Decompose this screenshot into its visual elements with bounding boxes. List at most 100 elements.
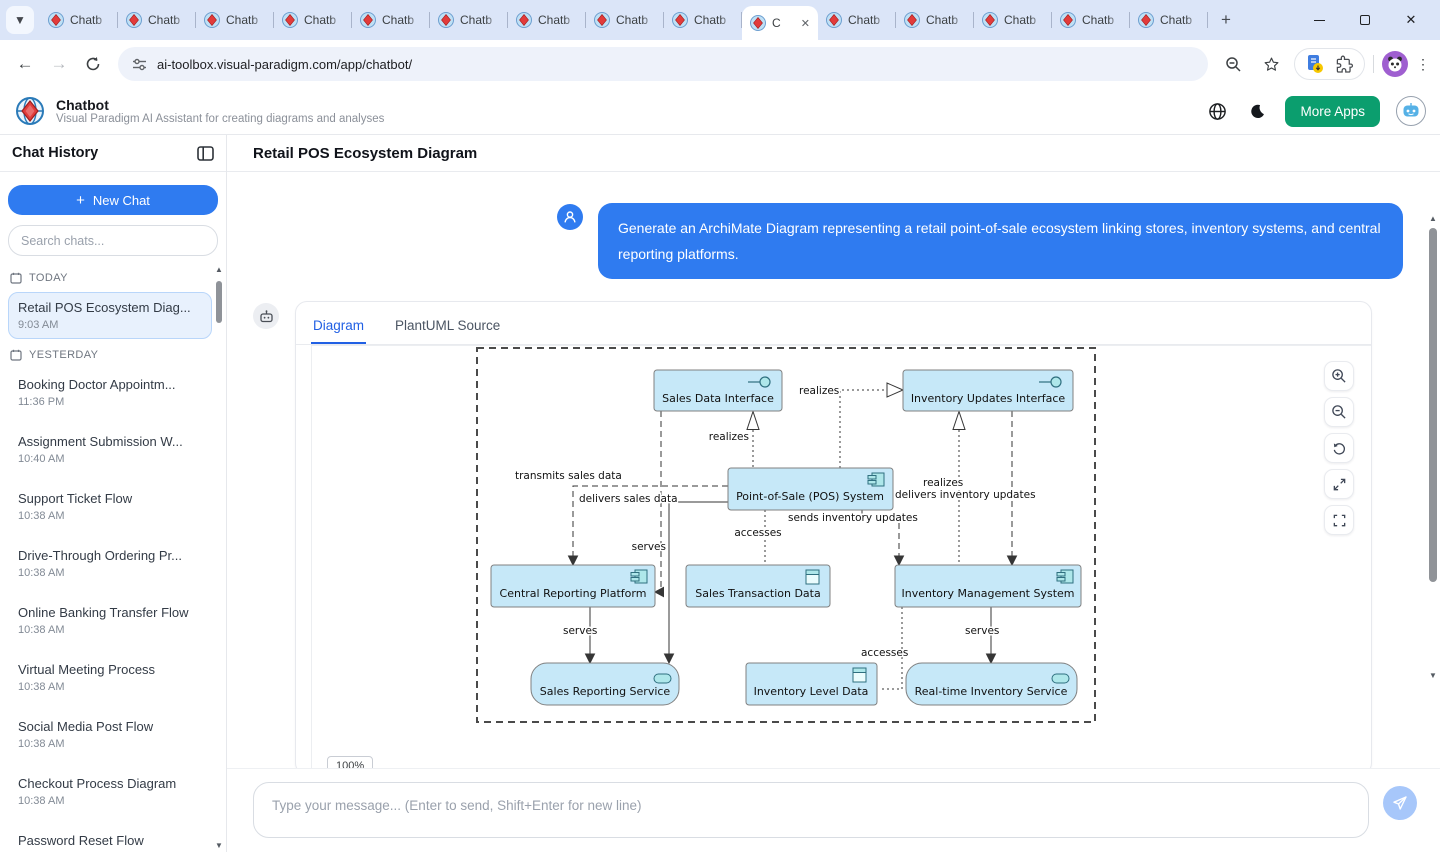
browser-tab[interactable]: Chatb <box>974 0 1052 40</box>
browser-tab[interactable]: Chatb <box>274 0 352 40</box>
chat-item[interactable]: Password Reset Flow <box>8 825 212 852</box>
visual-paradigm-favicon <box>904 12 920 28</box>
data-object-icon <box>805 569 820 585</box>
diagram-viewport[interactable]: realizes realizes realizes transmits sal… <box>311 345 1371 768</box>
browser-tab[interactable]: Chatb <box>352 0 430 40</box>
browser-tab[interactable]: Chatb <box>430 0 508 40</box>
tab-title: Chatb <box>460 13 493 27</box>
browser-tab[interactable]: Chatb <box>664 0 742 40</box>
forward-button[interactable]: → <box>44 49 74 79</box>
window-close-button[interactable]: ✕ <box>1388 0 1434 40</box>
node-realtime-inventory-service: Real-time Inventory Service <box>905 662 1078 706</box>
zoom-out-icon <box>1332 405 1346 419</box>
reset-view-button[interactable] <box>1324 433 1354 463</box>
profile-avatar[interactable] <box>1382 51 1408 77</box>
chat-item-title: Support Ticket Flow <box>18 491 133 506</box>
language-button[interactable] <box>1205 99 1229 123</box>
sidebar-scrollbar[interactable]: ▲ ▼ <box>214 265 224 850</box>
chat-item[interactable]: Drive-Through Ordering Pr... 10:38 AM <box>8 540 212 587</box>
component-icon <box>867 472 885 487</box>
restore-icon <box>1360 15 1370 25</box>
scroll-down-icon[interactable]: ▼ <box>1429 671 1437 680</box>
chatbot-badge-button[interactable] <box>1396 96 1426 126</box>
edge-sends-inventory-updates <box>861 510 900 556</box>
arrowhead <box>653 586 664 598</box>
address-bar[interactable]: ai-toolbox.visual-paradigm.com/app/chatb… <box>118 47 1208 81</box>
chat-item-selected[interactable]: Retail POS Ecosystem Diag... 9:03 AM <box>8 292 212 339</box>
chat-scrollbar-thumb[interactable] <box>1429 228 1437 582</box>
browser-tab[interactable]: Chatb <box>118 0 196 40</box>
arrowhead <box>663 653 675 665</box>
plus-icon: + <box>76 191 85 209</box>
reload-button[interactable] <box>78 49 108 79</box>
bookmark-button[interactable] <box>1256 49 1286 79</box>
back-button[interactable]: ← <box>10 49 40 79</box>
visual-paradigm-favicon <box>672 12 688 28</box>
tab-close-icon[interactable]: ✕ <box>800 17 810 30</box>
chat-item[interactable]: Assignment Submission W... 10:40 AM <box>8 426 212 473</box>
tab-diagram[interactable]: Diagram <box>311 314 367 344</box>
more-apps-button[interactable]: More Apps <box>1285 95 1380 127</box>
chat-item[interactable]: Online Banking Transfer Flow 10:38 AM <box>8 597 212 644</box>
browser-tab[interactable]: Chatb <box>508 0 586 40</box>
zoom-indicator-button[interactable] <box>1218 49 1248 79</box>
tab-plantuml-source[interactable]: PlantUML Source <box>395 318 501 333</box>
interface-icon <box>1050 376 1062 388</box>
chat-item[interactable]: Booking Doctor Appointm... 11:36 PM <box>8 369 212 416</box>
browser-tab[interactable]: Chatb <box>1130 0 1208 40</box>
browser-tab[interactable]: Chatb <box>196 0 274 40</box>
sidebar-scrollbar-thumb[interactable] <box>216 281 222 323</box>
fullscreen-button[interactable] <box>1324 505 1354 535</box>
visual-paradigm-favicon <box>516 12 532 28</box>
new-chat-button[interactable]: +New Chat <box>8 185 218 215</box>
chat-item[interactable]: Social Media Post Flow 10:38 AM <box>8 711 212 758</box>
scroll-down-icon[interactable]: ▼ <box>215 841 223 850</box>
scroll-up-icon[interactable]: ▲ <box>1429 214 1437 223</box>
zoom-in-icon <box>1332 369 1346 383</box>
chat-item[interactable]: Checkout Process Diagram 10:38 AM <box>8 768 212 815</box>
send-paper-plane-icon <box>1393 796 1407 810</box>
node-label: Sales Data Interface <box>662 392 774 405</box>
zoom-in-button[interactable] <box>1324 361 1354 391</box>
tab-title: Chatb <box>538 13 571 27</box>
browser-tab[interactable]: Chatb <box>586 0 664 40</box>
window-restore-button[interactable] <box>1342 0 1388 40</box>
app-title: Chatbot <box>56 97 109 113</box>
chat-item[interactable]: Support Ticket Flow 10:38 AM <box>8 483 212 530</box>
browser-tab[interactable]: Chatb <box>1052 0 1130 40</box>
chat-item[interactable]: Virtual Meeting Process 10:38 AM <box>8 654 212 701</box>
extensions-puzzle-icon[interactable] <box>1335 55 1354 74</box>
node-label: Sales Transaction Data <box>695 587 820 600</box>
chat-item-time: 10:40 AM <box>18 453 65 465</box>
docs-download-icon[interactable] <box>1305 54 1325 74</box>
zoom-out-button[interactable] <box>1324 397 1354 427</box>
arrowhead <box>567 555 579 567</box>
expand-button[interactable] <box>1324 469 1354 499</box>
search-chats-input[interactable] <box>8 225 218 256</box>
service-icon <box>1051 673 1070 684</box>
browser-tab-active[interactable]: C ✕ <box>742 6 818 40</box>
tab-search-button[interactable]: ▼ <box>6 6 34 34</box>
browser-tab[interactable]: Chatb <box>896 0 974 40</box>
chat-item-title: Password Reset Flow <box>18 833 144 848</box>
chat-scrollbar[interactable]: ▲ ▼ <box>1427 214 1439 680</box>
browser-toolbar: ← → ai-toolbox.visual-paradigm.com/app/c… <box>0 40 1440 88</box>
interface-icon <box>759 376 771 388</box>
visual-paradigm-favicon <box>826 12 842 28</box>
visual-paradigm-favicon <box>282 12 298 28</box>
edge-label: accesses <box>734 527 781 539</box>
window-minimize-button[interactable] <box>1296 0 1342 40</box>
message-input-bar <box>227 768 1440 852</box>
browser-menu-button[interactable]: ⋮ <box>1416 55 1430 72</box>
scroll-up-icon[interactable]: ▲ <box>215 265 223 274</box>
new-tab-button[interactable]: + <box>1212 6 1240 34</box>
archimate-diagram: realizes realizes realizes transmits sal… <box>476 347 1096 723</box>
edge-serves-pos-srs <box>668 501 728 654</box>
browser-tab[interactable]: Chatb <box>40 0 118 40</box>
message-input[interactable] <box>253 782 1369 838</box>
browser-tab[interactable]: Chatb <box>818 0 896 40</box>
send-button[interactable] <box>1383 786 1417 820</box>
app-body: Chat History +New Chat TODAY Retail POS … <box>0 135 1440 852</box>
dark-mode-button[interactable] <box>1245 99 1269 123</box>
collapse-sidebar-icon[interactable] <box>197 145 214 161</box>
